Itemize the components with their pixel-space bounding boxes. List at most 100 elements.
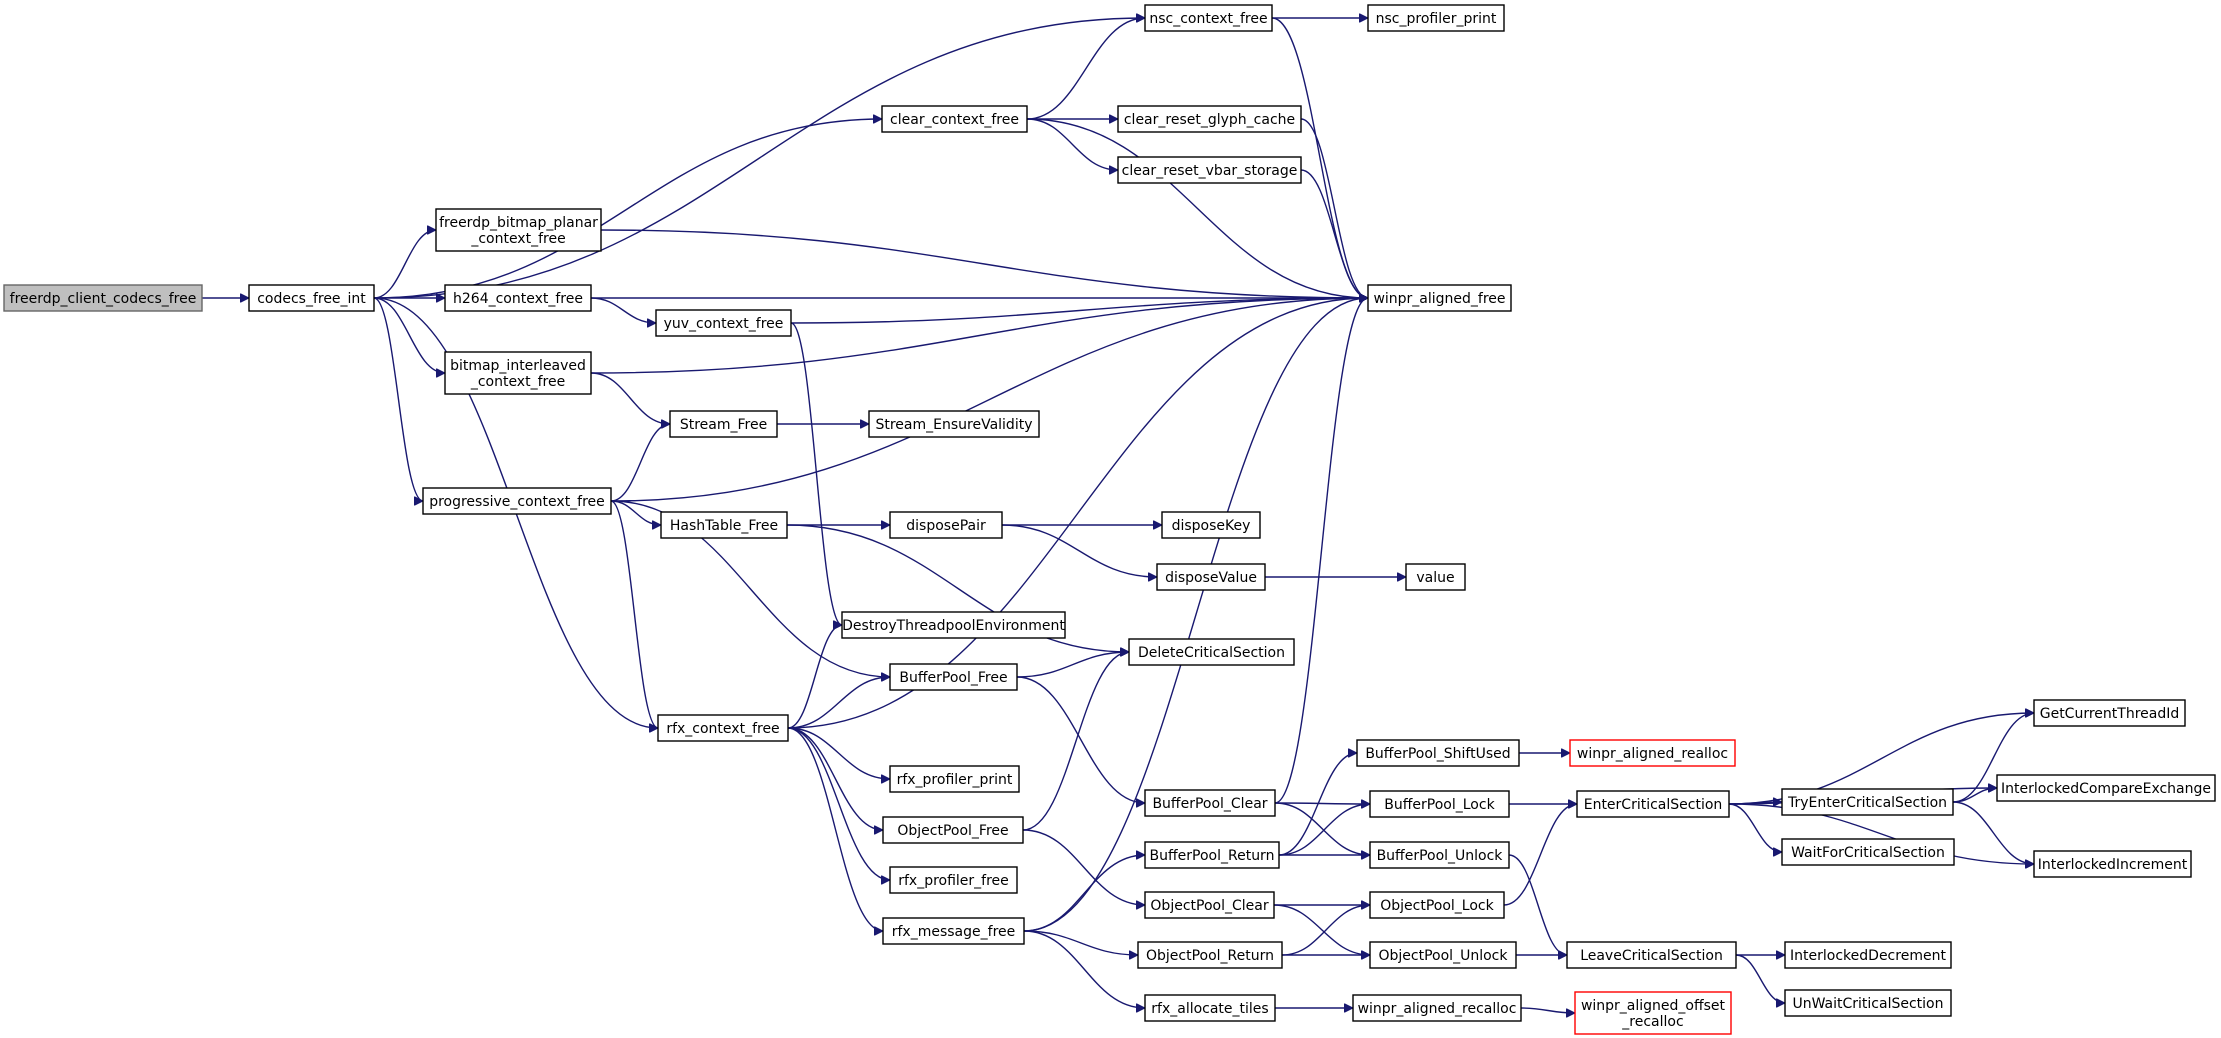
edge-BufferPool_Free-to-DeleteCriticalSection xyxy=(1016,652,1129,678)
node-label: DeleteCriticalSection xyxy=(1138,645,1285,661)
edge-TryEnterCriticalSection-to-GetCurrentThreadId xyxy=(1952,713,2035,803)
edge-yuv_context_free-to-DestroyThreadpoolEnvironment xyxy=(790,322,843,625)
edge-BufferPool_Clear-to-BufferPool_Unlock xyxy=(1274,802,1370,855)
node-box xyxy=(1566,941,1737,969)
node-UnWaitCriticalSection[interactable]: UnWaitCriticalSection xyxy=(1784,989,1952,1017)
node-label: _context_free xyxy=(470,231,565,247)
node-winpr_aligned_recalloc[interactable]: winpr_aligned_recalloc xyxy=(1352,994,1522,1022)
node-box xyxy=(1144,891,1275,919)
node-label: disposeKey xyxy=(1172,518,1251,534)
node-HashTable_Free[interactable]: HashTable_Free xyxy=(660,511,788,539)
node-box xyxy=(1369,891,1505,919)
node-rfx_context_free[interactable]: rfx_context_free xyxy=(657,714,789,742)
node-box xyxy=(889,866,1018,894)
node-BufferPool_Unlock[interactable]: BufferPool_Unlock xyxy=(1369,841,1510,869)
node-disposeKey[interactable]: disposeKey xyxy=(1161,511,1261,539)
edge-BufferPool_Clear-to-BufferPool_Lock xyxy=(1274,803,1370,804)
edge-h264_context_free-to-yuv_context_free xyxy=(590,297,656,323)
node-ObjectPool_Unlock[interactable]: ObjectPool_Unlock xyxy=(1369,941,1517,969)
node-ObjectPool_Return[interactable]: ObjectPool_Return xyxy=(1137,941,1283,969)
node-label: WaitForCriticalSection xyxy=(1791,845,1945,861)
node-rfx_allocate_tiles[interactable]: rfx_allocate_tiles xyxy=(1144,994,1276,1022)
node-clear_reset_vbar_storage[interactable]: clear_reset_vbar_storage xyxy=(1117,156,1302,184)
edge-rfx_context_free-to-BufferPool_Free xyxy=(787,677,890,729)
edge-EnterCriticalSection-to-InterlockedIncrement xyxy=(1728,803,2034,864)
node-InterlockedIncrement[interactable]: InterlockedIncrement xyxy=(2033,850,2192,878)
node-label: clear_reset_vbar_storage xyxy=(1122,163,1298,179)
node-progressive_context_free[interactable]: progressive_context_free xyxy=(422,487,612,515)
node-label: clear_reset_glyph_cache xyxy=(1124,112,1295,128)
node-label: ObjectPool_Free xyxy=(897,823,1008,839)
node-BufferPool_ShiftUsed[interactable]: BufferPool_ShiftUsed xyxy=(1356,739,1520,767)
node-winpr_aligned_realloc[interactable]: winpr_aligned_realloc xyxy=(1569,739,1736,767)
node-nsc_context_free[interactable]: nsc_context_free xyxy=(1144,4,1273,32)
node-yuv_context_free[interactable]: yuv_context_free xyxy=(655,309,792,337)
node-disposePair[interactable]: disposePair xyxy=(889,511,1003,539)
node-DestroyThreadpoolEnvironment[interactable]: DestroyThreadpoolEnvironment xyxy=(841,611,1066,639)
node-Stream_EnsureValidity[interactable]: Stream_EnsureValidity xyxy=(868,410,1040,438)
edge-rfx_message_free-to-BufferPool_Return xyxy=(1023,855,1145,932)
node-label: BufferPool_ShiftUsed xyxy=(1365,746,1510,762)
node-box xyxy=(841,611,1066,639)
node-box xyxy=(1367,284,1512,312)
node-rfx_profiler_free[interactable]: rfx_profiler_free xyxy=(889,866,1018,894)
node-value[interactable]: value xyxy=(1405,563,1466,591)
node-ObjectPool_Clear[interactable]: ObjectPool_Clear xyxy=(1144,891,1275,919)
node-box xyxy=(422,487,612,515)
node-freerdp_client_codecs_free[interactable]: freerdp_client_codecs_free xyxy=(3,284,203,312)
edge-rfx_context_free-to-DestroyThreadpoolEnvironment xyxy=(787,625,843,729)
node-codecs_free_int[interactable]: codecs_free_int xyxy=(248,284,375,312)
node-EnterCriticalSection[interactable]: EnterCriticalSection xyxy=(1576,790,1730,818)
node-BufferPool_Return[interactable]: BufferPool_Return xyxy=(1144,841,1280,869)
node-TryEnterCriticalSection[interactable]: TryEnterCriticalSection xyxy=(1781,788,1954,816)
node-label: GetCurrentThreadId xyxy=(2040,706,2180,722)
node-BufferPool_Clear[interactable]: BufferPool_Clear xyxy=(1144,789,1276,817)
node-clear_context_free[interactable]: clear_context_free xyxy=(881,105,1028,133)
node-label: progressive_context_free xyxy=(429,494,605,510)
node-BufferPool_Free[interactable]: BufferPool_Free xyxy=(889,663,1018,691)
node-label: ObjectPool_Unlock xyxy=(1379,948,1509,964)
node-label: InterlockedCompareExchange xyxy=(2001,781,2211,797)
node-box xyxy=(248,284,375,312)
node-disposeValue[interactable]: disposeValue xyxy=(1156,563,1266,591)
node-ObjectPool_Free[interactable]: ObjectPool_Free xyxy=(882,816,1024,844)
node-label: _recalloc xyxy=(1621,1014,1683,1030)
node-label: yuv_context_free xyxy=(664,316,784,332)
edge-freerdp_bitmap_planar_context_free-to-winpr_aligned_free xyxy=(600,229,1368,298)
node-GetCurrentThreadId[interactable]: GetCurrentThreadId xyxy=(2033,699,2186,727)
edge-rfx_message_free-to-winpr_aligned_free xyxy=(1023,298,1368,932)
node-label: HashTable_Free xyxy=(670,518,778,534)
node-winpr_aligned_free[interactable]: winpr_aligned_free xyxy=(1367,284,1512,312)
node-label: winpr_aligned_recalloc xyxy=(1358,1001,1517,1017)
node-bitmap_interleaved_context_free[interactable]: bitmap_interleaved_context_free xyxy=(444,351,592,395)
node-rfx_message_free[interactable]: rfx_message_free xyxy=(882,917,1025,945)
node-DeleteCriticalSection[interactable]: DeleteCriticalSection xyxy=(1128,638,1295,666)
node-h264_context_free[interactable]: h264_context_free xyxy=(444,284,592,312)
node-box xyxy=(1367,4,1505,32)
edge-bitmap_interleaved_context_free-to-winpr_aligned_free xyxy=(590,298,1368,374)
node-WaitForCriticalSection[interactable]: WaitForCriticalSection xyxy=(1781,838,1955,866)
edge-rfx_context_free-to-rfx_message_free xyxy=(787,727,884,931)
node-clear_reset_glyph_cache[interactable]: clear_reset_glyph_cache xyxy=(1117,105,1302,133)
node-Stream_Free[interactable]: Stream_Free xyxy=(669,410,778,438)
node-label: rfx_profiler_free xyxy=(898,873,1009,889)
edge-codecs_free_int-to-bitmap_interleaved_context_free xyxy=(373,297,446,373)
node-label: freerdp_bitmap_planar xyxy=(439,215,598,231)
node-InterlockedCompareExchange[interactable]: InterlockedCompareExchange xyxy=(1996,774,2216,802)
node-label: rfx_allocate_tiles xyxy=(1151,1001,1268,1017)
edge-BufferPool_Free-to-BufferPool_Clear xyxy=(1016,676,1145,803)
node-box xyxy=(1137,941,1283,969)
node-nsc_profiler_print[interactable]: nsc_profiler_print xyxy=(1367,4,1505,32)
node-box xyxy=(1144,841,1280,869)
edge-clear_context_free-to-winpr_aligned_free xyxy=(1026,118,1368,298)
node-box xyxy=(889,663,1018,691)
edge-clear_context_free-to-nsc_context_free xyxy=(1026,18,1145,120)
node-InterlockedDecrement[interactable]: InterlockedDecrement xyxy=(1784,941,1952,969)
node-ObjectPool_Lock[interactable]: ObjectPool_Lock xyxy=(1369,891,1505,919)
node-LeaveCriticalSection[interactable]: LeaveCriticalSection xyxy=(1566,941,1737,969)
node-rfx_profiler_print[interactable]: rfx_profiler_print xyxy=(889,765,1020,793)
node-winpr_aligned_offset_recalloc[interactable]: winpr_aligned_offset_recalloc xyxy=(1574,991,1732,1035)
node-freerdp_bitmap_planar_context_free[interactable]: freerdp_bitmap_planar_context_free xyxy=(435,208,602,252)
edge-codecs_free_int-to-freerdp_bitmap_planar_context_free xyxy=(373,230,437,299)
node-BufferPool_Lock[interactable]: BufferPool_Lock xyxy=(1369,790,1510,818)
